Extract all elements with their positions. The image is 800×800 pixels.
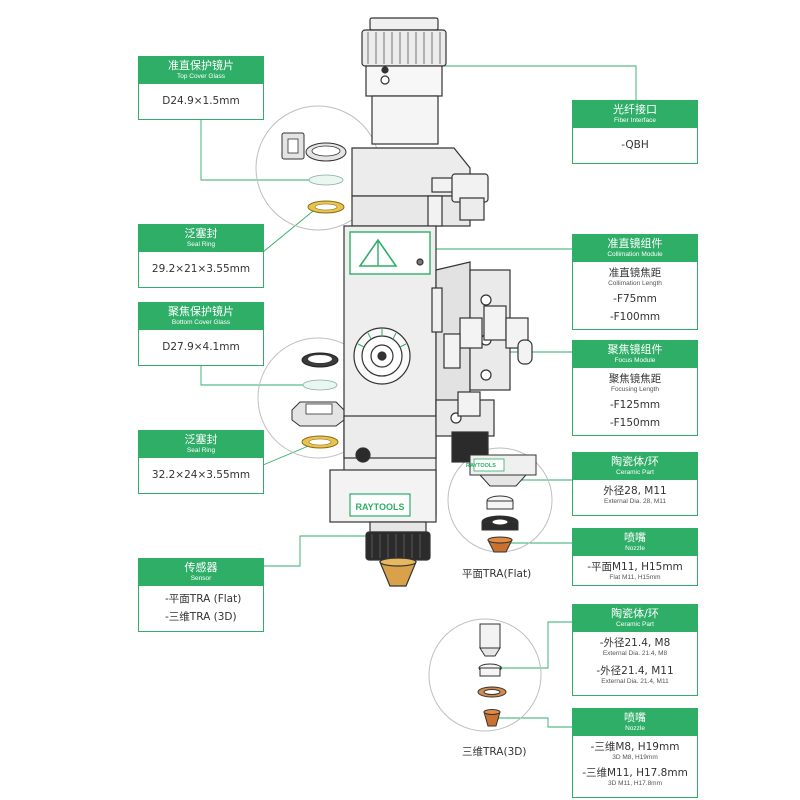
box-title-zh: 陶瓷体/环 bbox=[611, 455, 659, 468]
leader-lines bbox=[200, 65, 637, 728]
spec-value: D27.9×4.1mm bbox=[162, 341, 240, 353]
box-title-en: Ceramic Part bbox=[616, 469, 654, 476]
spec-value: D24.9×1.5mm bbox=[162, 95, 240, 107]
box-title-zh: 泛塞封 bbox=[184, 227, 218, 240]
box-title-zh: 泛塞封 bbox=[184, 433, 218, 446]
box-title-zh: 陶瓷体/环 bbox=[611, 607, 659, 620]
leader-sensor bbox=[263, 535, 395, 567]
spec-value: -F125mm bbox=[609, 399, 661, 411]
spec-sub: External Dia. 28, M11 bbox=[603, 498, 667, 505]
leader-fiber bbox=[403, 65, 637, 100]
box-title-zh: 传感器 bbox=[184, 561, 218, 574]
spec-value: -QBH bbox=[621, 139, 649, 151]
leader-top-cover bbox=[200, 120, 318, 181]
leader-nozzle-3d bbox=[497, 717, 572, 728]
box-title-en: Focus Module bbox=[614, 357, 656, 364]
box-title-zh: 聚焦镜组件 bbox=[607, 343, 663, 356]
brand-logo-text: RAYTOOLS bbox=[355, 502, 404, 512]
box-title-zh: 聚焦保护镜片 bbox=[168, 305, 234, 318]
box-title-en: Fiber Interface bbox=[614, 117, 656, 124]
box-title-en: Ceramic Part bbox=[616, 621, 654, 628]
leader-ceramic-3d bbox=[500, 621, 572, 669]
spec-value: -F100mm bbox=[609, 311, 661, 323]
laser-head-body bbox=[329, 17, 533, 587]
leader-bottom-cover bbox=[200, 362, 318, 386]
box-title-en: Seal Ring bbox=[186, 241, 216, 248]
spec-value: -F150mm bbox=[609, 417, 661, 429]
spec-sub: External Dia. 21.4, M8 bbox=[602, 650, 668, 657]
spec-value: -三维TRA (3D) bbox=[165, 611, 237, 623]
spec-value: -F75mm bbox=[613, 293, 657, 305]
spec-value: -平面M11, H15mm bbox=[587, 561, 683, 573]
subtitle-en: Focusing Length bbox=[610, 386, 660, 393]
subtitle-en: Collimation Length bbox=[608, 280, 662, 287]
caption-flat: 平面TRA(Flat) bbox=[462, 568, 532, 580]
spec-value: 外径28, M11 bbox=[603, 485, 667, 497]
bottom-cover-glass-parts bbox=[291, 352, 345, 449]
spec-value: -外径21.4, M8 bbox=[599, 637, 671, 649]
subtitle-zh: 聚焦镜焦距 bbox=[608, 373, 662, 385]
box-title-zh: 光纤接口 bbox=[613, 103, 657, 116]
box-title-zh: 准直镜组件 bbox=[607, 237, 663, 250]
spec-value: -三维M11, H17.8mm bbox=[582, 767, 688, 779]
spec-sub: 3D M11, H17.8mm bbox=[607, 780, 663, 787]
box-title-en: Sensor bbox=[190, 575, 212, 582]
box-title-en: Top Cover Glass bbox=[176, 73, 226, 80]
box-title-zh: 喷嘴 bbox=[624, 531, 646, 544]
magnifier-3d-tip bbox=[428, 618, 542, 732]
spec-sub: Flat M11, H15mm bbox=[609, 574, 661, 581]
spec-value: 32.2×24×3.55mm bbox=[151, 469, 251, 481]
3d-tip-parts bbox=[477, 623, 507, 727]
top-cover-glass-parts bbox=[281, 132, 347, 214]
box-title-en: Collimation Module bbox=[607, 251, 663, 258]
spec-value: 29.2×21×3.55mm bbox=[151, 263, 251, 275]
flat-tip-parts bbox=[469, 454, 537, 553]
spec-sub: External Dia. 21.4, M11 bbox=[601, 678, 669, 685]
box-title-en: Nozzle bbox=[625, 725, 645, 732]
box-title-en: Nozzle bbox=[625, 545, 645, 552]
box-title-en: Bottom Cover Glass bbox=[171, 319, 231, 326]
flat-tip-brand-text: RAYTOOLS bbox=[466, 463, 496, 469]
box-title-en: Seal Ring bbox=[186, 447, 216, 454]
spec-value: -外径21.4, M11 bbox=[596, 665, 674, 677]
caption-3d: 三维TRA(3D) bbox=[462, 746, 527, 758]
leader-seal1-b bbox=[262, 206, 319, 253]
spec-value: -平面TRA (Flat) bbox=[165, 593, 242, 605]
spec-value: -三维M8, H19mm bbox=[590, 741, 680, 753]
box-title-zh: 喷嘴 bbox=[624, 711, 646, 724]
spec-sub: 3D M8, H19mm bbox=[612, 754, 658, 761]
box-title-zh: 准直保护镜片 bbox=[168, 59, 234, 72]
subtitle-zh: 准直镜焦距 bbox=[608, 267, 662, 279]
